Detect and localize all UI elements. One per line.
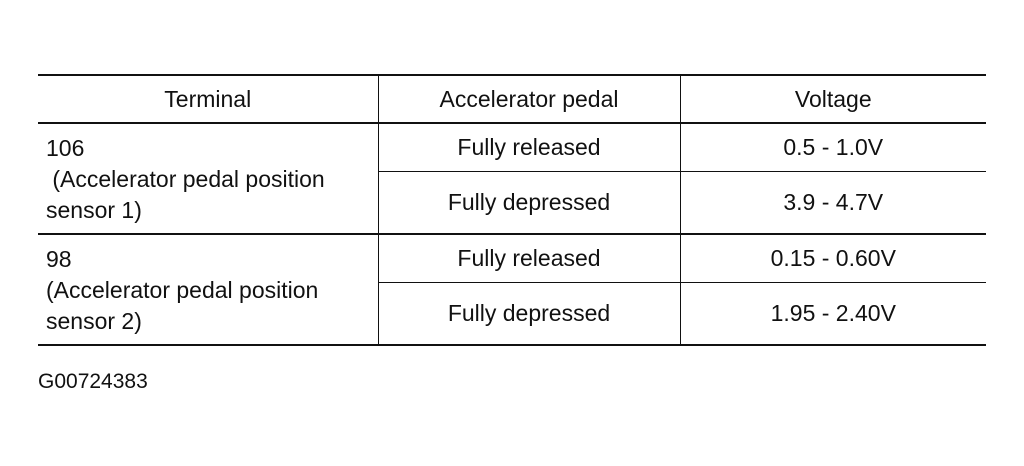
terminal-description: sensor 2) (46, 308, 142, 334)
terminal-description: (Accelerator pedal position (46, 166, 325, 192)
header-terminal: Terminal (164, 85, 252, 112)
pedal-condition-cell: Fully released (377, 123, 680, 172)
table-header-row: Terminal Accelerator pedal Voltage (38, 75, 986, 123)
terminal-number: 106 (46, 135, 85, 161)
pedal-condition-cell: Fully depressed (377, 282, 680, 345)
table-row: 106 (Accelerator pedal position sensor 1… (38, 123, 986, 223)
table-row: 98 (Accelerator pedal position sensor 2)… (38, 234, 986, 334)
terminal-description: (Accelerator pedal position (46, 277, 319, 303)
figure-id: G00724383 (38, 370, 148, 393)
voltage-cell: 0.15 - 0.60V (679, 234, 986, 283)
table-row: Fully depressed 1.95 - 2.40V (38, 282, 986, 345)
pedal-condition-cell: Fully depressed (377, 171, 680, 234)
terminal-voltage-table: Terminal Accelerator pedal Voltage 106 (… (38, 74, 986, 346)
table-row: Fully depressed 3.9 - 4.7V (38, 171, 986, 234)
terminal-cell: 98 (Accelerator pedal position sensor 2) (38, 234, 378, 345)
terminal-number: 98 (46, 246, 72, 272)
header-accelerator-pedal: Accelerator pedal (377, 75, 680, 123)
pedal-condition-cell: Fully released (377, 234, 680, 283)
voltage-cell: 0.5 - 1.0V (679, 123, 986, 172)
terminal-description: sensor 1) (46, 197, 142, 223)
header-voltage: Voltage (679, 75, 986, 123)
voltage-cell: 1.95 - 2.40V (679, 282, 986, 345)
terminal-cell: 106 (Accelerator pedal position sensor 1… (38, 123, 378, 234)
voltage-cell: 3.9 - 4.7V (679, 171, 986, 234)
